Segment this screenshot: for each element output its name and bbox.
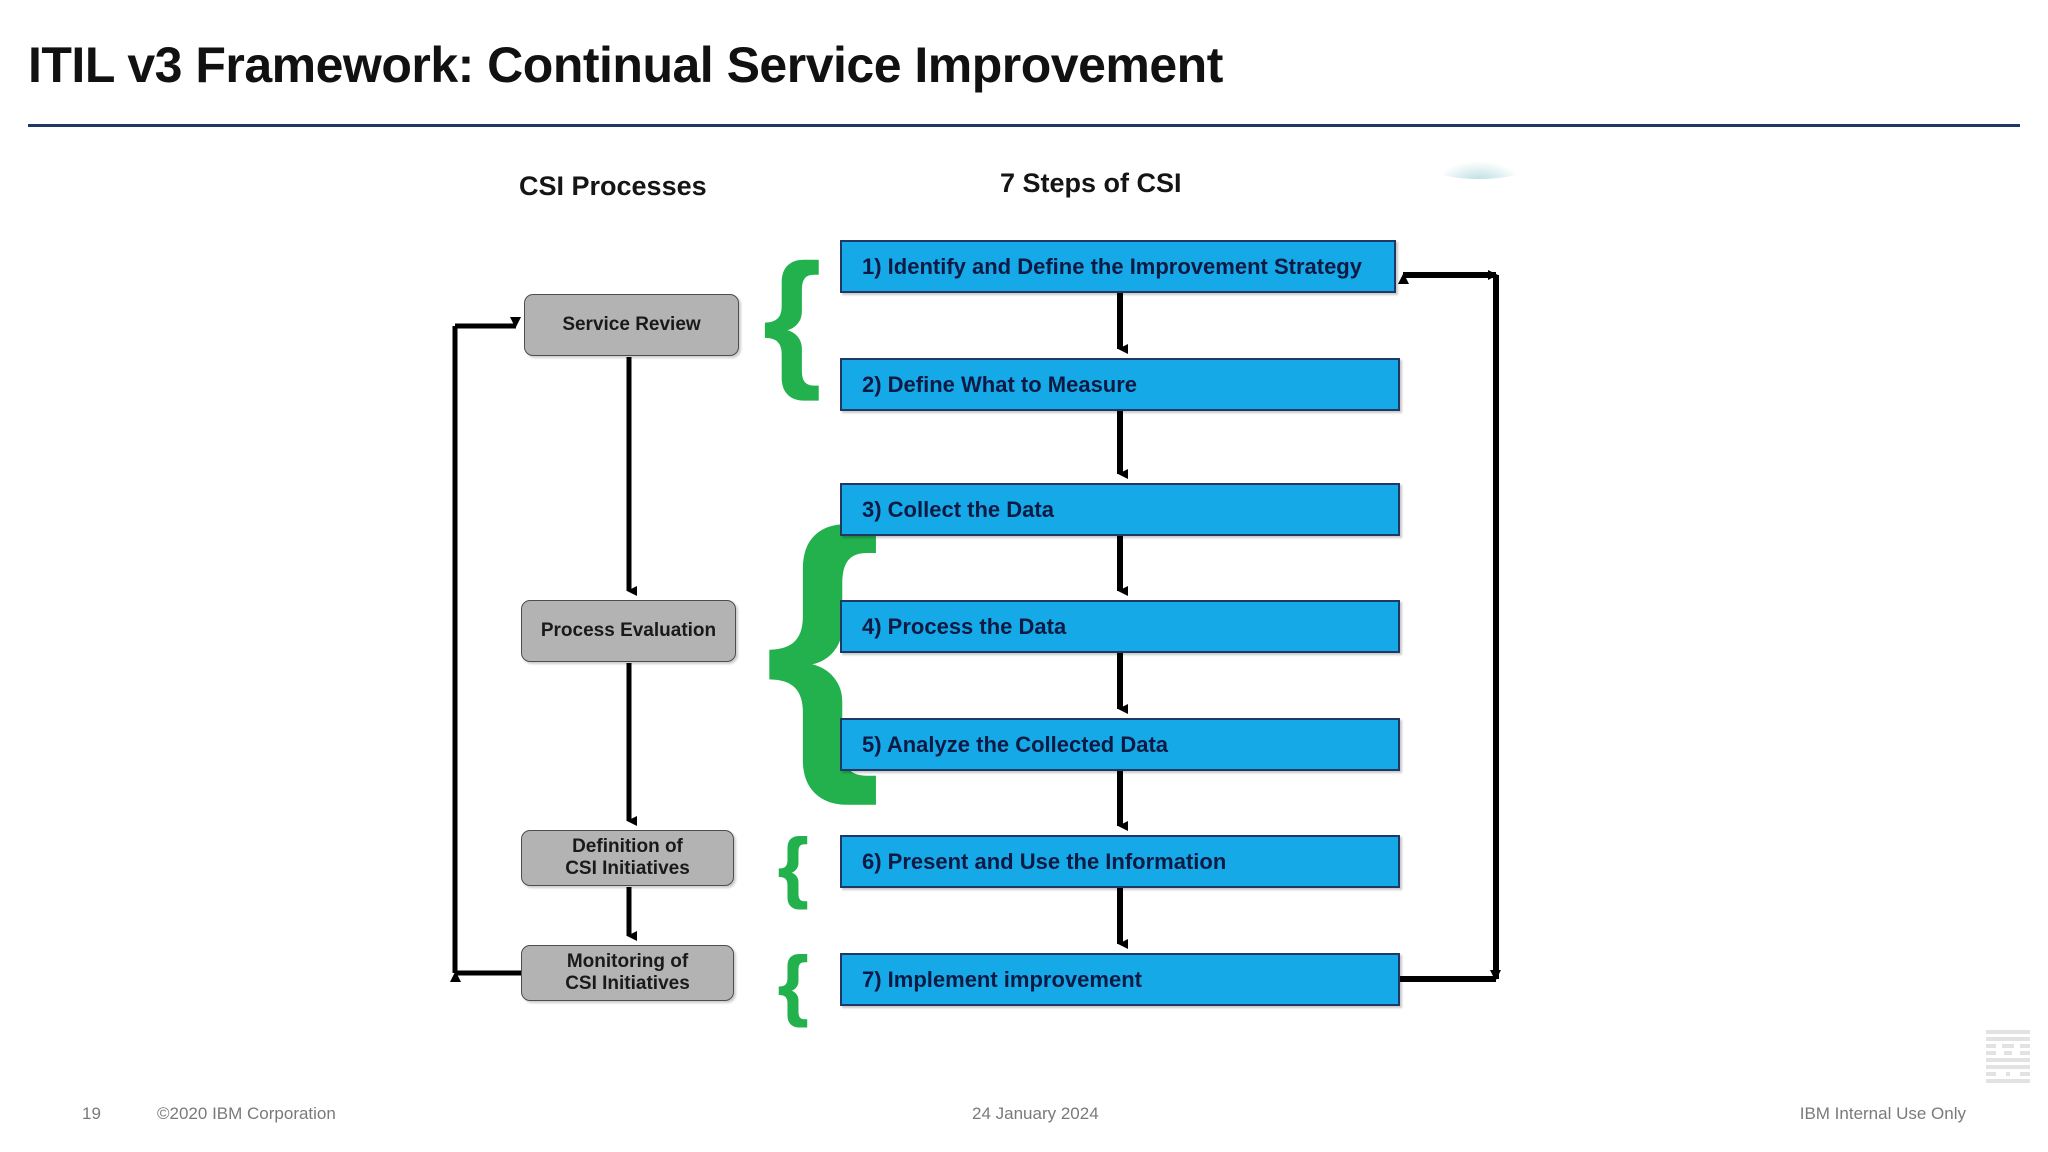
- footer-date: 24 January 2024: [972, 1104, 1099, 1123]
- process-box-monitoring-of-csi-initiatives[interactable]: Monitoring of CSI Initiatives: [521, 945, 734, 1001]
- decorative-swoosh-artifact: [1436, 161, 1522, 179]
- process-box-process-evaluation[interactable]: Process Evaluation: [521, 600, 736, 662]
- process-box-label-line2: CSI Initiatives: [565, 858, 690, 879]
- column-heading-csi-processes: CSI Processes: [519, 171, 707, 201]
- step-box-label: 7) Implement improvement: [862, 966, 1142, 992]
- step-box-label: 1) Identify and Define the Improvement S…: [862, 253, 1362, 279]
- ibm-logo-icon: [1986, 1030, 2030, 1083]
- step-box-label: 4) Process the Data: [862, 613, 1067, 639]
- process-box-label: Service Review: [562, 314, 701, 336]
- process-box-label: Definition of CSI Initiatives: [565, 836, 690, 880]
- step-box-3[interactable]: 3) Collect the Data: [840, 483, 1400, 536]
- step-box-label: 2) Define What to Measure: [862, 371, 1138, 397]
- brace-group-3: {: [777, 822, 809, 910]
- step-box-4[interactable]: 4) Process the Data: [840, 600, 1400, 653]
- step-box-1[interactable]: 1) Identify and Define the Improvement S…: [840, 240, 1396, 293]
- brace-group-4: {: [777, 940, 809, 1028]
- process-box-label: Monitoring of CSI Initiatives: [565, 951, 690, 995]
- brace-group-1: {: [762, 233, 822, 401]
- process-box-label: Process Evaluation: [540, 620, 717, 642]
- title-divider: [28, 124, 2020, 127]
- process-box-label-line1: Definition of: [572, 836, 683, 858]
- step-box-2[interactable]: 2) Define What to Measure: [840, 358, 1400, 411]
- column-heading-7-steps-of-csi: 7 Steps of CSI: [1000, 168, 1182, 198]
- csi-diagram: CSI Processes 7 Steps of CSI: [0, 130, 2048, 1050]
- step-box-label: 3) Collect the Data: [862, 496, 1054, 522]
- footer-copyright: ©2020 IBM Corporation: [157, 1104, 336, 1123]
- page-title: ITIL v3 Framework: Continual Service Imp…: [28, 37, 1223, 93]
- footer-classification: IBM Internal Use Only: [1799, 1104, 1966, 1123]
- step-box-5[interactable]: 5) Analyze the Collected Data: [840, 718, 1400, 771]
- process-box-definition-of-csi-initiatives[interactable]: Definition of CSI Initiatives: [521, 830, 734, 886]
- process-box-label-line2: CSI Initiatives: [565, 973, 690, 994]
- footer-page-number: 19: [82, 1104, 101, 1123]
- process-box-service-review[interactable]: Service Review: [524, 294, 739, 356]
- step-box-7[interactable]: 7) Implement improvement: [840, 953, 1400, 1006]
- step-box-label: 6) Present and Use the Information: [862, 848, 1227, 874]
- step-box-label: 5) Analyze the Collected Data: [862, 731, 1169, 757]
- step-box-6[interactable]: 6) Present and Use the Information: [840, 835, 1400, 888]
- process-box-label-line1: Monitoring of: [566, 951, 689, 973]
